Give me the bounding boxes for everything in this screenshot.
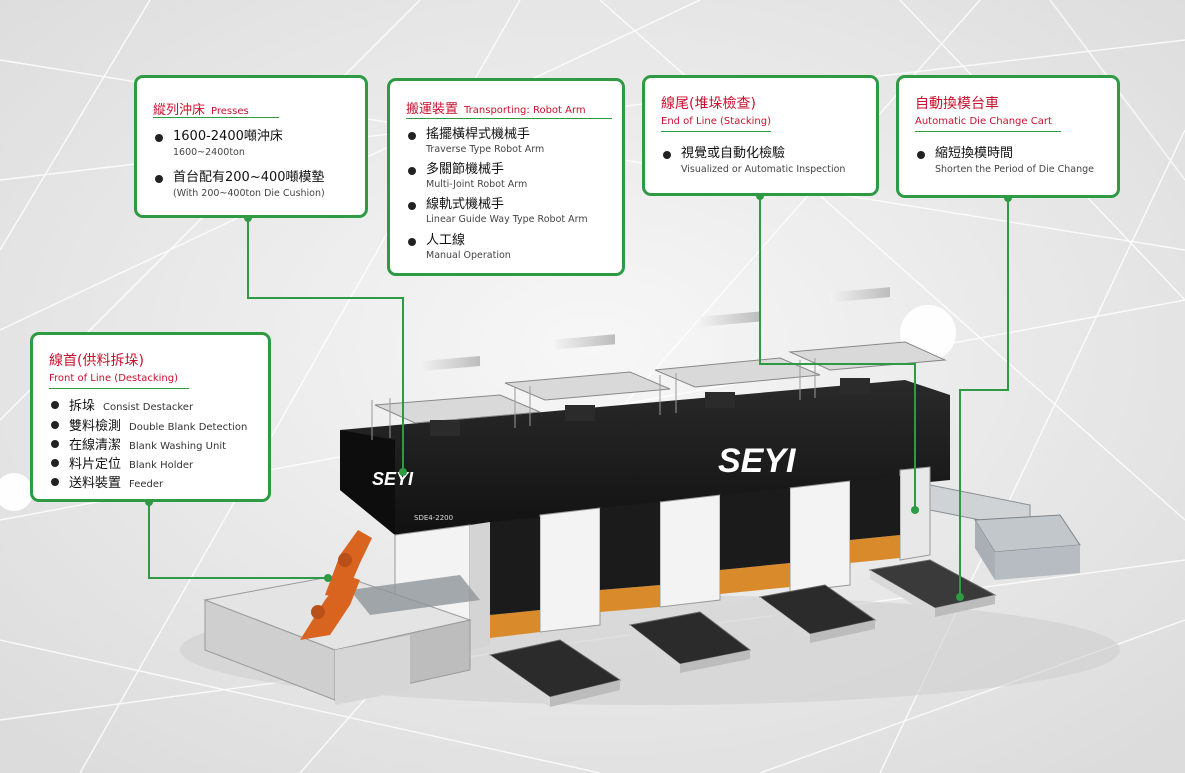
bullet-icon	[408, 202, 416, 210]
callout-transport: 搬運裝置 Transporting: Robot Arm 搖擺橫桿式機械手 Tra…	[387, 78, 625, 276]
bullet-icon	[51, 440, 59, 448]
item-label-en: Linear Guide Way Type Robot Arm	[426, 214, 588, 225]
bullet-icon	[155, 175, 163, 183]
item-label-zh: 縮短換模時間	[935, 146, 1014, 161]
item-label-zh: 搖擺橫桿式機械手	[426, 127, 531, 142]
callout-title-en: Transporting: Robot Arm	[464, 105, 586, 116]
item-label-zh: 人工線	[426, 233, 466, 248]
brand-logo-main: SEYI	[718, 442, 797, 480]
press-model-label: SDE4-2200	[414, 514, 453, 522]
item-label-en: Feeder	[129, 479, 164, 490]
callout-title-en: End of Line (Stacking)	[661, 116, 771, 127]
item-label-zh: 料片定位	[69, 457, 122, 472]
item-label-zh: 拆垛	[69, 399, 96, 414]
item-label-zh: 線軌式機械手	[426, 197, 505, 212]
bullet-icon	[51, 421, 59, 429]
item-label-en: (With 200~400ton Die Cushion)	[173, 188, 325, 199]
callout-connectors	[148, 196, 1009, 597]
unloading-conveyor	[904, 479, 1081, 580]
item-label-en: Visualized or Automatic Inspection	[681, 164, 846, 175]
item-label-zh: 雙料檢測	[69, 419, 122, 434]
callout-title-zh: 縱列沖床	[153, 103, 206, 118]
item-label-zh: 多關節機械手	[426, 162, 505, 177]
callout-end-of-line: 線尾(堆垛檢查) End of Line (Stacking) 視覺或自動化檢驗…	[642, 75, 879, 196]
item-label-en: Double Blank Detection	[129, 422, 248, 433]
item-label-en: Blank Washing Unit	[129, 441, 227, 452]
bullet-icon	[663, 151, 671, 159]
callout-title-zh: 線首(供料拆垛)	[49, 353, 144, 369]
item-label-zh: 送料裝置	[69, 476, 122, 491]
callout-presses: 縱列沖床 Presses 1600-2400噸沖床 1600~2400ton 首台…	[134, 75, 368, 218]
bullet-icon	[408, 238, 416, 246]
callout-die-change: 自動換模台車 Automatic Die Change Cart 縮短換模時間 …	[896, 75, 1120, 198]
bullet-icon	[408, 132, 416, 140]
callout-title-en: Automatic Die Change Cart	[915, 116, 1052, 127]
title-underline	[49, 388, 189, 389]
callout-title-en: Front of Line (Destacking)	[49, 373, 178, 384]
brand-logo-side: SEYI	[372, 469, 414, 489]
item-label-en: Consist Destacker	[103, 402, 194, 413]
destacking-cell	[203, 530, 480, 705]
item-label-en: Blank Holder	[129, 460, 194, 471]
item-label-en: Traverse Type Robot Arm	[426, 144, 545, 155]
callout-title-zh: 線尾(堆垛檢查)	[661, 96, 756, 112]
bullet-icon	[51, 459, 59, 467]
bullet-icon	[917, 151, 925, 159]
bullet-icon	[51, 401, 59, 409]
decor-circle	[0, 473, 33, 511]
item-label-en: 1600~2400ton	[173, 147, 245, 158]
title-underline	[406, 118, 612, 119]
press-body	[340, 380, 950, 661]
item-label-zh: 1600-2400噸沖床	[173, 129, 283, 144]
title-underline	[661, 131, 771, 132]
callout-title-zh: 自動換模台車	[915, 96, 999, 112]
bullet-icon	[51, 478, 59, 486]
callout-front-of-line: 線首(供料拆垛) Front of Line (Destacking) 拆垛 Co…	[30, 332, 271, 502]
item-label-en: Shorten the Period of Die Change	[935, 164, 1094, 175]
item-label-zh: 在線清潔	[69, 438, 122, 453]
item-label-en: Multi-Joint Robot Arm	[426, 179, 528, 190]
title-underline	[915, 131, 1061, 132]
item-label-zh: 視覺或自動化檢驗	[681, 146, 786, 161]
bullet-icon	[408, 167, 416, 175]
item-label-en: Manual Operation	[426, 250, 511, 261]
title-underline	[153, 117, 279, 118]
callout-title-en: Presses	[211, 106, 249, 117]
bullet-icon	[155, 134, 163, 142]
item-label-zh: 首台配有200~400噸模墊	[173, 170, 325, 185]
callout-title-zh: 搬運裝置	[406, 102, 459, 117]
